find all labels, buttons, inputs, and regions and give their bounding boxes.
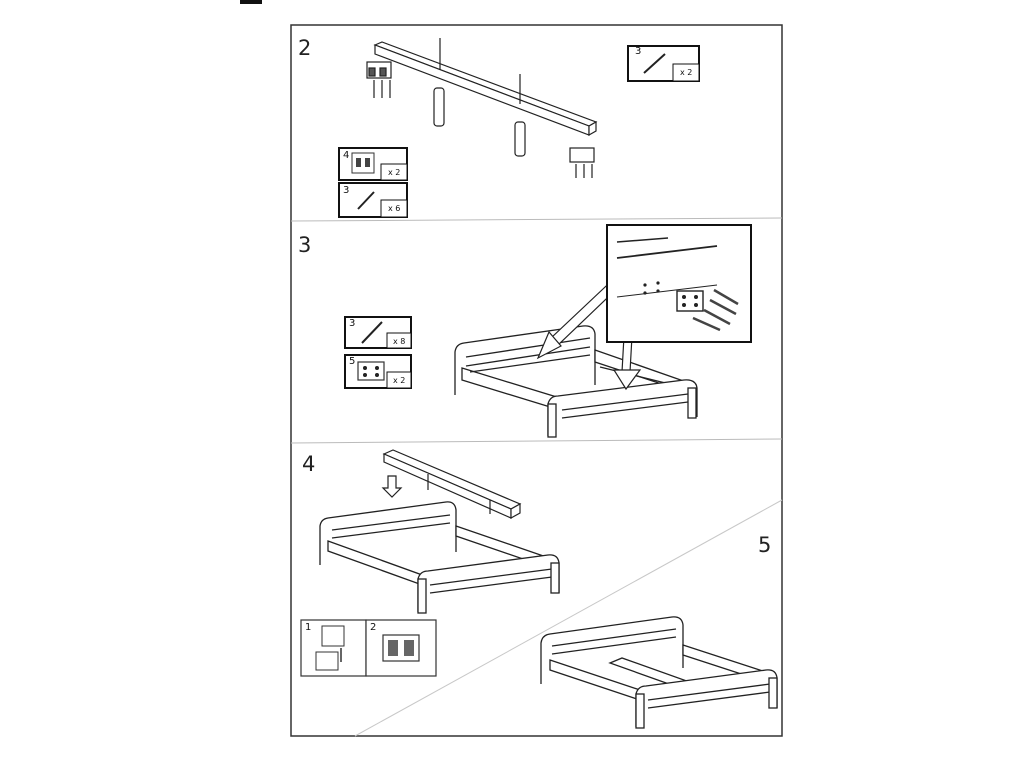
part-quantity: x 2 <box>388 168 401 177</box>
step3-bed-frame <box>454 325 698 438</box>
corner-mark <box>240 0 262 4</box>
part-number: 3 <box>349 318 356 329</box>
part-number: 3 <box>343 185 350 196</box>
part-number: 4 <box>343 150 350 161</box>
screw-icon <box>643 53 666 74</box>
step4-bed-frame <box>319 501 560 614</box>
part-quantity: x 2 <box>680 68 693 77</box>
part-number: 5 <box>349 356 356 367</box>
step4-beam-drop <box>381 449 522 520</box>
step4-detail-1 <box>300 619 367 677</box>
step-number-5: 5 <box>758 533 772 557</box>
detail-label: 2 <box>370 622 377 633</box>
divider-2-3 <box>290 217 783 222</box>
detail-label: 1 <box>305 622 312 633</box>
step3-part-box-screws <box>344 316 412 349</box>
plate-icon <box>676 290 704 312</box>
bracket-icon <box>351 152 375 174</box>
down-arrow-icon <box>381 475 403 498</box>
step2-center-beam <box>366 38 598 178</box>
callout-arrowhead-left <box>536 330 562 360</box>
part-quantity: x 2 <box>393 376 406 385</box>
bracket-insert-icon <box>321 625 345 647</box>
screw-icon <box>357 191 375 210</box>
step3-part-box-plates <box>344 354 412 389</box>
plate-icon <box>357 361 385 381</box>
step2-part-box-screws-bottom <box>338 182 408 218</box>
part-quantity: x 6 <box>388 204 401 213</box>
callout-arrowhead-down <box>612 369 642 391</box>
step-number-4: 4 <box>302 452 316 476</box>
screw-icon <box>361 321 383 344</box>
divider-4-5 <box>354 499 783 737</box>
step3-detail-inset <box>606 224 752 343</box>
step5-finished-bed <box>540 616 778 729</box>
step4-detail-2 <box>365 619 437 677</box>
step2-part-box-screws-top <box>627 45 700 82</box>
step-number-3: 3 <box>298 233 312 257</box>
step-number-2: 2 <box>298 36 312 60</box>
part-number: 3 <box>635 46 642 57</box>
divider-3-4 <box>290 438 783 444</box>
step2-part-box-brackets <box>338 147 408 181</box>
part-quantity: x 8 <box>393 337 406 346</box>
page-frame <box>290 24 783 737</box>
